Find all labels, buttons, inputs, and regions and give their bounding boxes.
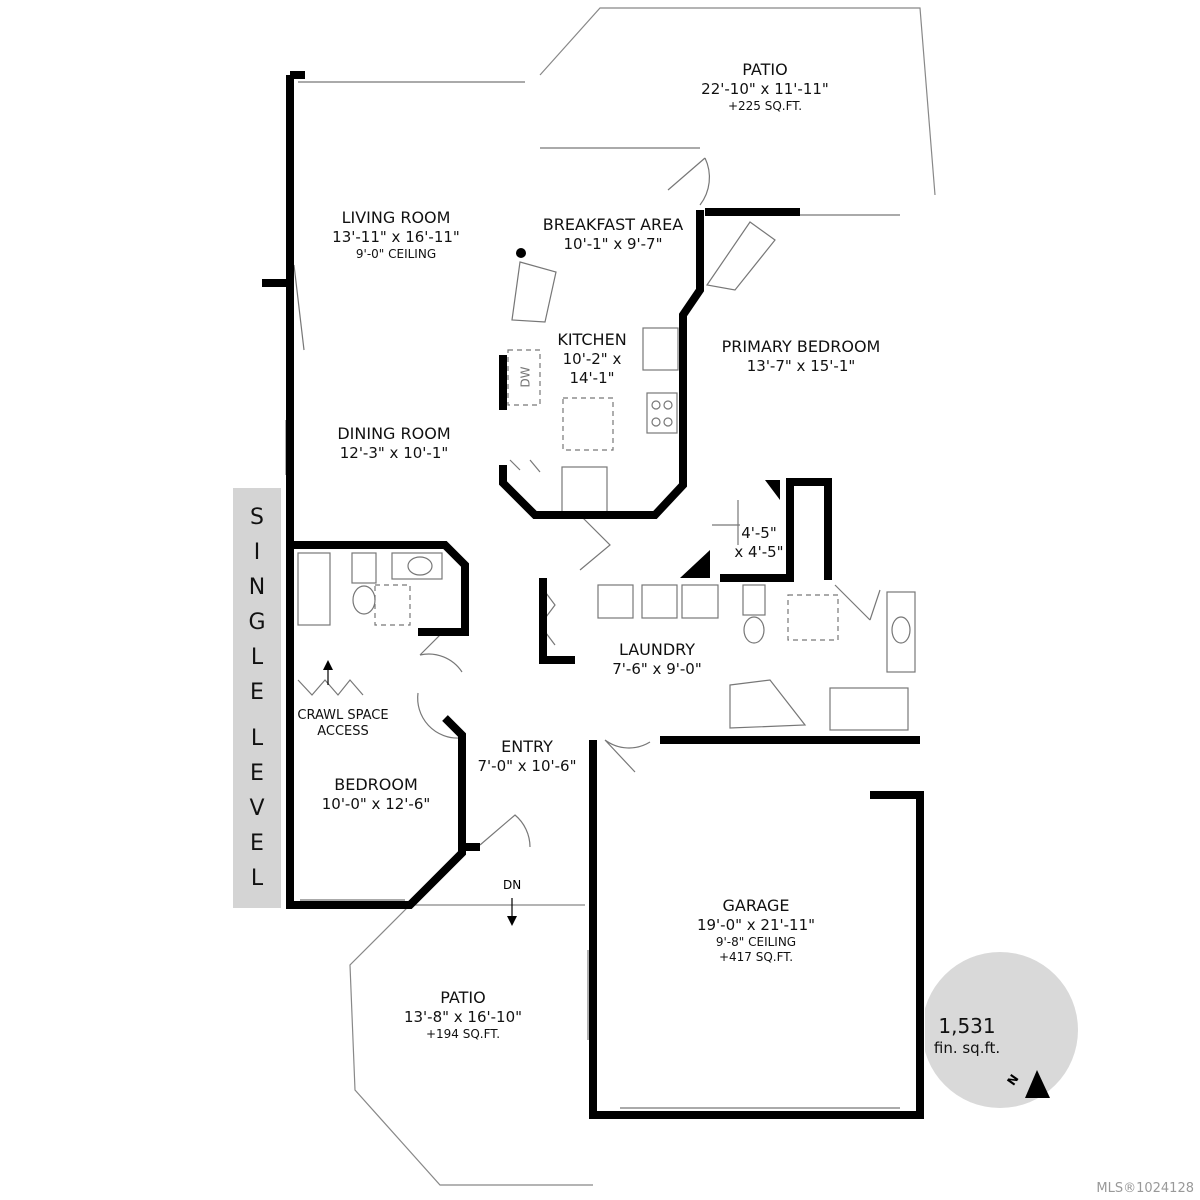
area-badge [922, 952, 1078, 1108]
stairs-down-arrow-icon [507, 916, 517, 926]
closet-label: 4'-5" x 4'-5" [734, 524, 784, 561]
laundry-label: LAUNDRY 7'-6" x 9'-0" [612, 640, 702, 678]
mls-watermark: MLS®1024128 [1096, 1181, 1194, 1196]
level-letter: G [248, 610, 266, 636]
stairs-down-label: DN [503, 878, 522, 892]
level-letter: L [250, 645, 264, 671]
garage-label: GARAGE 19'-0" x 21'-11" 9'-8" CEILING +4… [696, 896, 816, 964]
walls [262, 71, 924, 1119]
patio-outlines [349, 7, 936, 1186]
level-letter: E [250, 760, 264, 786]
crawl-space-label: CRAWL SPACE ACCESS [297, 708, 389, 740]
level-letter: L [250, 725, 264, 751]
dishwasher-label: DW [518, 366, 533, 388]
level-letter: E [250, 830, 264, 856]
level-letter: N [248, 575, 266, 601]
bedroom-label: BEDROOM 10'-0" x 12'-6" [321, 775, 431, 813]
north-arrow-icon [1025, 1070, 1050, 1098]
single-level-band: S I N G L E L E V E L [233, 488, 281, 908]
patio-bottom-label: PATIO 13'-8" x 16'-10" +194 SQ.FT. [403, 988, 523, 1041]
level-letter: I [253, 540, 261, 566]
level-letter: S [250, 505, 264, 531]
primary-bedroom-label: PRIMARY BEDROOM 13'-7" x 15'-1" [721, 337, 881, 375]
crawl-access-arrow-icon [323, 660, 333, 670]
patio-top-label: PATIO 22'-10" x 11'-11" +225 SQ.FT. [701, 60, 829, 113]
entry-label: ENTRY 7'-0" x 10'-6" [477, 737, 577, 775]
breakfast-area-label: BREAKFAST AREA 10'-1" x 9'-7" [542, 215, 684, 253]
dining-room-label: DINING ROOM 12'-3" x 10'-1" [337, 424, 451, 462]
level-letter: E [250, 680, 264, 706]
living-room-label: LIVING ROOM 13'-11" x 16'-11" 9'-0" CEIL… [332, 208, 460, 261]
finished-area-summary: 1,531 fin. sq.ft. [933, 1014, 1001, 1057]
level-letter: L [250, 865, 264, 891]
level-letter: V [249, 795, 265, 821]
kitchen-label: KITCHEN 10'-2" x 14'-1" [557, 330, 627, 387]
